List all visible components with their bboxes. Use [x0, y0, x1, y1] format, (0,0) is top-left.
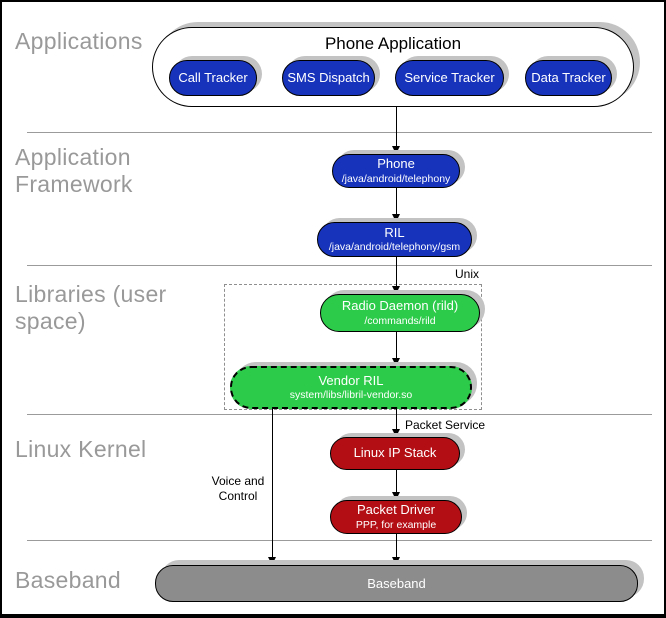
node-packet-driver: Packet Driver PPP, for example: [330, 500, 462, 534]
node-service-tracker: Service Tracker: [395, 60, 504, 96]
node-ril: RIL /java/android/telephony/gsm: [317, 222, 472, 257]
unix-boundary-box: [224, 284, 482, 410]
node-data-tracker: Data Tracker: [525, 60, 612, 96]
separator-line: [27, 540, 652, 541]
down-arrowhead-icon: [392, 492, 400, 500]
node-title: Data Tracker: [531, 69, 606, 85]
node-subtitle: /java/android/telephony/gsm: [328, 241, 461, 254]
layer-label-baseband: Baseband: [15, 567, 121, 593]
layer-label-libraries: Libraries (user space): [15, 281, 167, 335]
unix-label: Unix: [454, 267, 479, 281]
separator-line: [27, 132, 652, 133]
node-title: Phone: [377, 156, 415, 172]
edge-packet-driver-to-baseband: [396, 534, 397, 558]
layer-label-linux-kernel: Linux Kernel: [15, 436, 147, 462]
node-phone: Phone /java/android/telephony: [332, 154, 460, 188]
down-arrowhead-icon: [392, 146, 400, 154]
node-call-tracker: Call Tracker: [169, 60, 257, 96]
separator-line: [27, 265, 652, 266]
node-title: Vendor RIL: [318, 372, 384, 388]
node-subtitle: system/libs/libril-vendor.so: [289, 389, 413, 402]
down-arrowhead-icon: [392, 358, 400, 366]
edge-ip-stack-to-packet-driver: [396, 470, 397, 493]
node-sms-dispatch: SMS Dispatch: [282, 60, 375, 96]
node-title: Call Tracker: [178, 69, 248, 85]
phone-application-title: Phone Application: [324, 34, 462, 53]
node-title: Packet Driver: [356, 502, 436, 518]
node-subtitle: /java/android/telephony: [341, 172, 451, 185]
down-arrowhead-icon: [392, 214, 400, 222]
node-title: SMS Dispatch: [287, 69, 370, 85]
down-arrowhead-icon: [392, 429, 400, 437]
node-vendor-ril: Vendor RIL system/libs/libril-vendor.so: [230, 366, 472, 409]
node-linux-ip-stack: Linux IP Stack: [330, 437, 460, 470]
separator-line: [27, 414, 652, 415]
label-packet-service: Packet Service: [405, 418, 486, 432]
label-voice-and-control: Voice and Control: [211, 474, 265, 503]
node-subtitle: /commands/rild: [364, 314, 436, 327]
edge-radio-daemon-to-vendor-ril: [396, 332, 397, 359]
node-baseband: Baseband: [155, 565, 638, 602]
edge-appbox-to-phone: [396, 107, 397, 148]
down-arrowhead-icon: [392, 557, 400, 565]
edge-ril-to-radio-daemon: [396, 257, 397, 287]
layer-label-applications: Applications: [15, 28, 143, 54]
layer-label-application-framework: Application Framework: [15, 144, 133, 198]
node-title: Radio Daemon (rild): [341, 298, 459, 314]
edge-vendor-ril-to-ip-stack: [396, 409, 397, 430]
node-subtitle: PPP, for example: [355, 518, 437, 531]
node-title: RIL: [384, 224, 405, 240]
node-title: Service Tracker: [404, 69, 495, 85]
edge-phone-to-ril: [396, 188, 397, 215]
edge-vendor-ril-to-baseband: [272, 409, 273, 558]
down-arrowhead-icon: [392, 286, 400, 294]
down-arrowhead-icon: [268, 557, 276, 565]
node-title: Baseband: [367, 576, 426, 591]
node-title: Linux IP Stack: [353, 445, 437, 461]
node-radio-daemon: Radio Daemon (rild) /commands/rild: [320, 294, 480, 332]
